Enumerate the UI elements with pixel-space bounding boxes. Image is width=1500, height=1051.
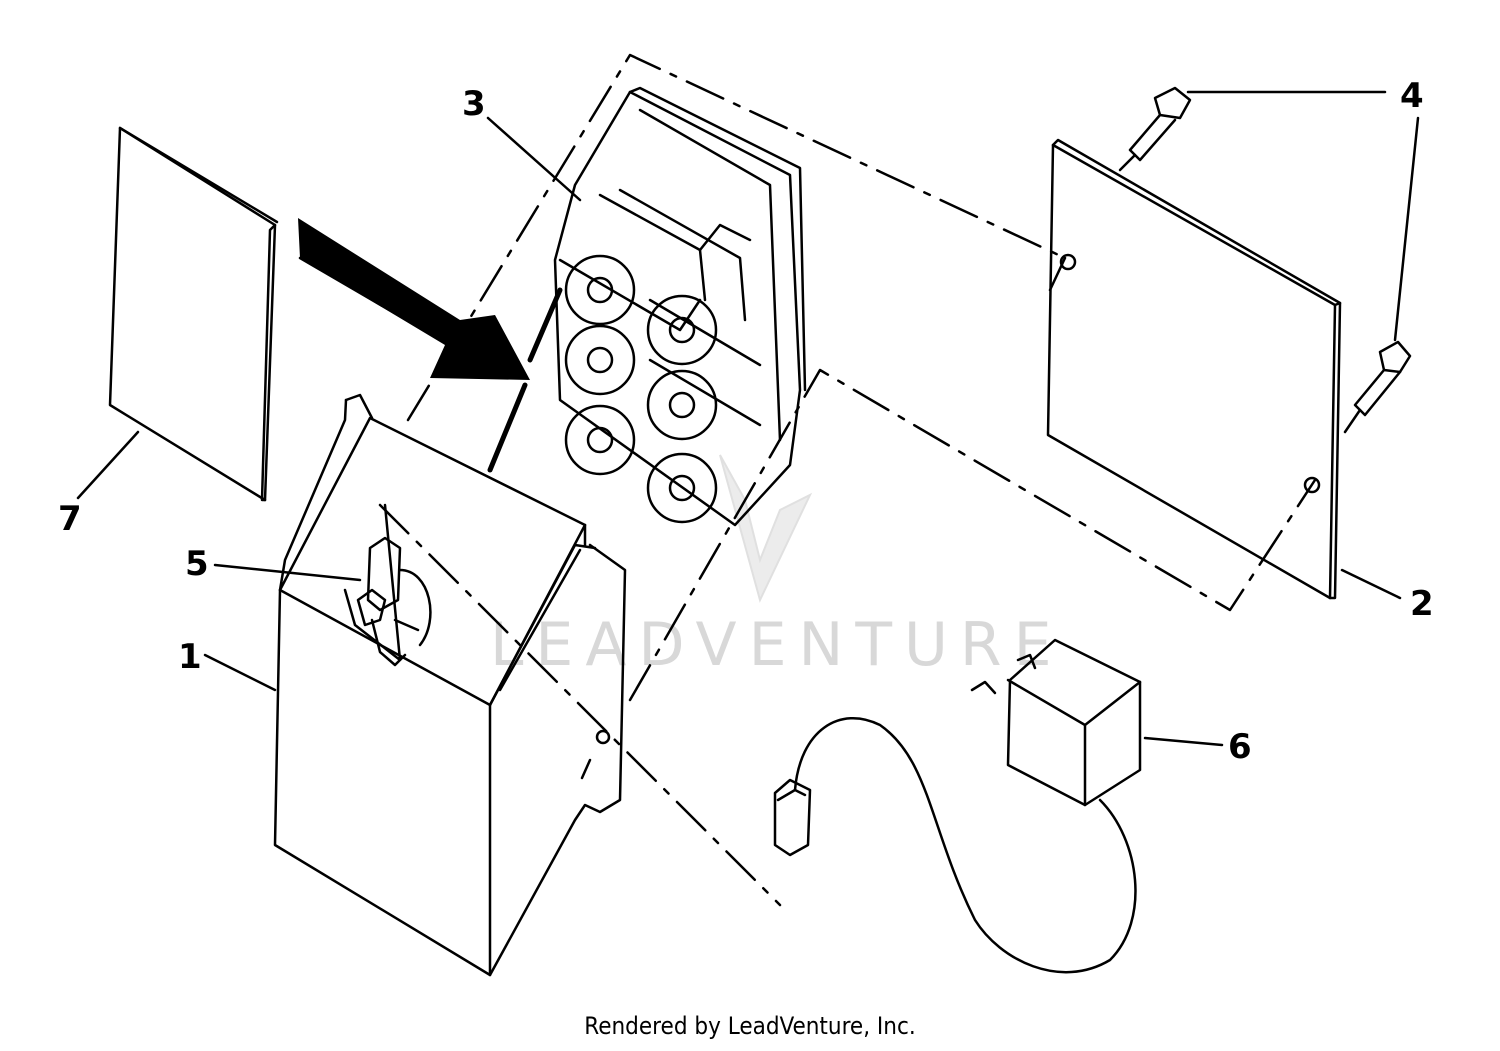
- filter-pad-part-7: [108, 126, 279, 502]
- battery-box-part-1: [273, 393, 627, 977]
- watermark: LEADVENTURE: [490, 454, 1064, 680]
- insertion-arrow: [298, 218, 530, 380]
- callout-labels: 3 4 2 7 5 1 6: [58, 76, 1434, 767]
- connector-part-5: [356, 536, 420, 667]
- cover-plate-part-2: [1046, 138, 1342, 600]
- callout-2: 2: [1410, 584, 1434, 624]
- charger-part-6: [773, 638, 1142, 974]
- screw-part-4-upper: [1118, 86, 1192, 172]
- callout-1: 1: [178, 637, 202, 677]
- screw-part-4-lower: [1343, 340, 1412, 434]
- callout-3: 3: [462, 84, 486, 124]
- assembly-lines: [378, 53, 1317, 907]
- exploded-parts-diagram: LEADVENTURE: [58, 53, 1434, 977]
- callout-6: 6: [1228, 727, 1252, 767]
- callout-5: 5: [185, 544, 209, 584]
- watermark-text: LEADVENTURE: [490, 610, 1064, 680]
- callout-4: 4: [1400, 76, 1424, 116]
- footer-credit: Rendered by LeadVenture, Inc.: [584, 1012, 916, 1040]
- callout-7: 7: [58, 499, 82, 539]
- leader-lines: [76, 90, 1420, 747]
- battery-pack-part-3: [487, 86, 807, 527]
- battery-cell-ends: [564, 254, 718, 524]
